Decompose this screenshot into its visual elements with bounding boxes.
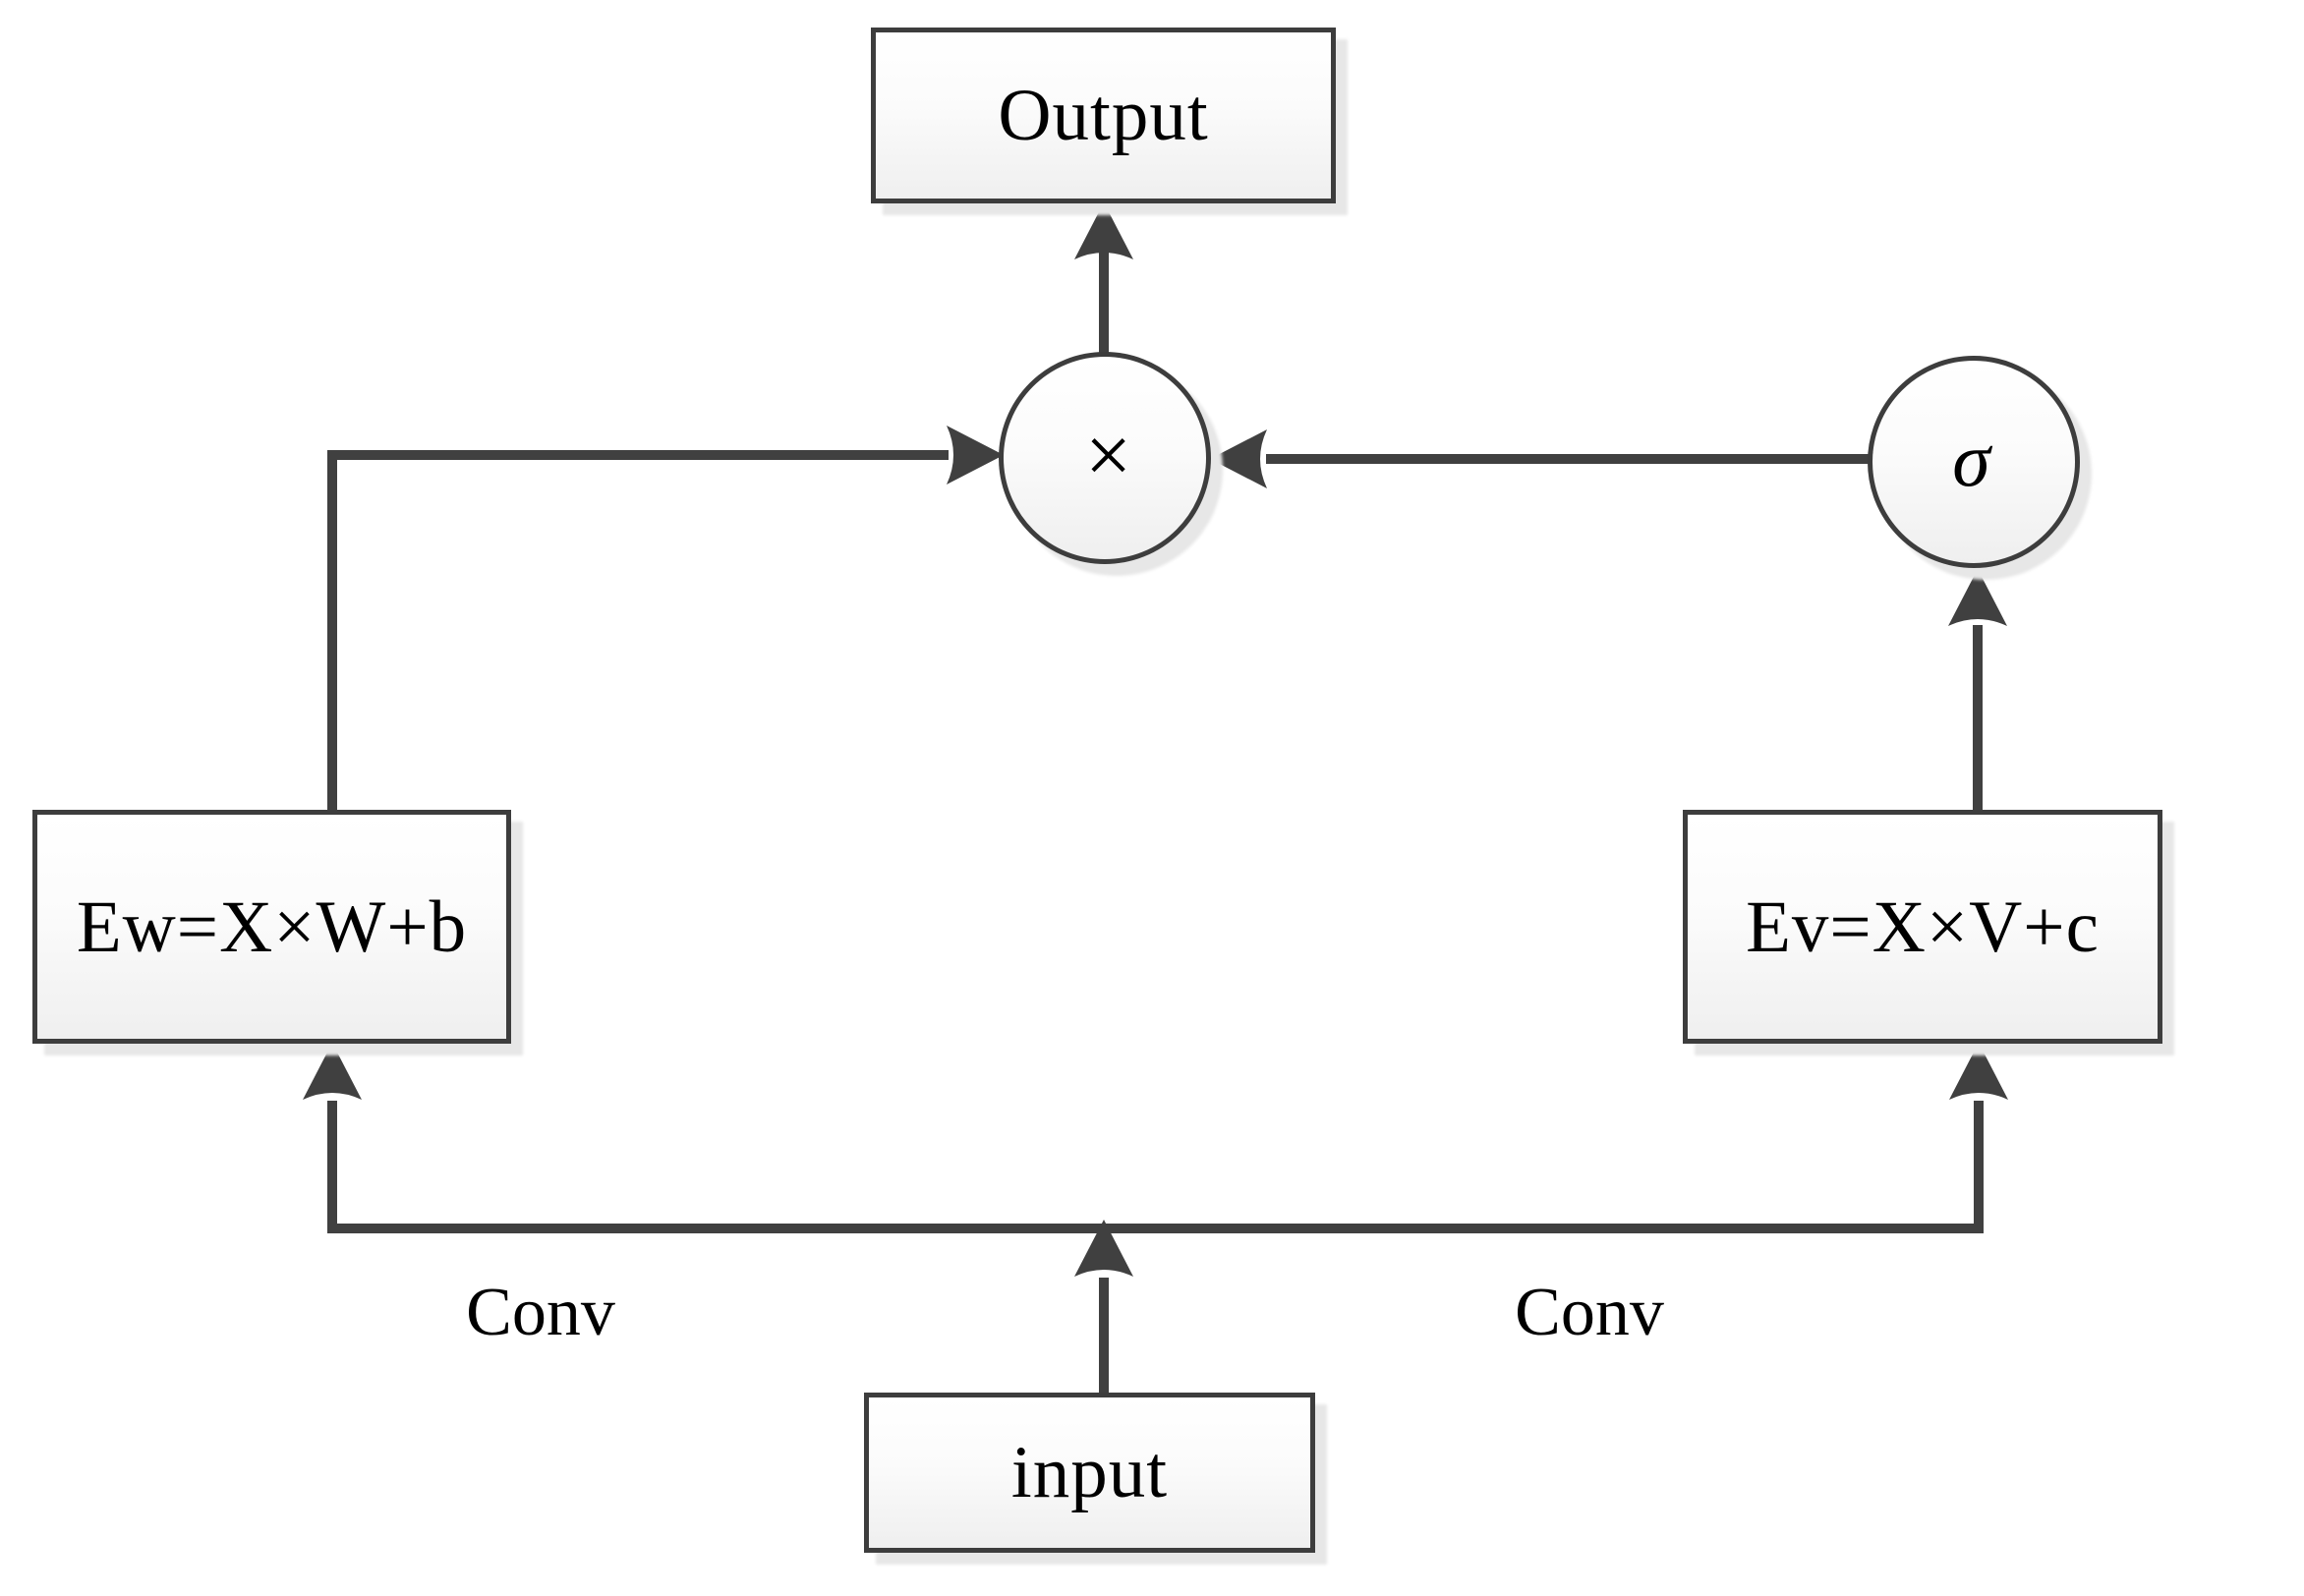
ew-label: Ew=X×W+b [76,885,468,968]
arrowhead-into-ev [1949,1043,2008,1100]
arrowhead-into-multiply-left [947,426,1004,484]
output-box: Output [871,28,1336,203]
arrowhead-into-ew [303,1043,362,1100]
arrowhead-into-junction [1074,1220,1133,1277]
multiply-node: × [999,352,1211,564]
input-box: input [864,1393,1315,1553]
sigma-symbol: σ [1952,417,1991,502]
ev-label: Ev=X×V+c [1746,885,2100,968]
arrowhead-into-output [1074,202,1133,259]
arrowhead-into-sigma [1948,569,2007,626]
ew-box: Ew=X×W+b [32,810,511,1044]
edge-input-bus [327,1101,1984,1233]
input-label: input [1010,1432,1169,1513]
conv-label-right: Conv [1515,1275,1664,1350]
edge-ew-to-multiply [327,450,949,812]
ev-box: Ev=X×V+c [1683,810,2162,1044]
conv-label-left: Conv [466,1275,615,1350]
sigma-node: σ [1868,356,2080,568]
output-label: Output [998,75,1209,156]
multiply-symbol: × [1084,410,1133,501]
arrowhead-into-multiply-right [1210,429,1267,488]
